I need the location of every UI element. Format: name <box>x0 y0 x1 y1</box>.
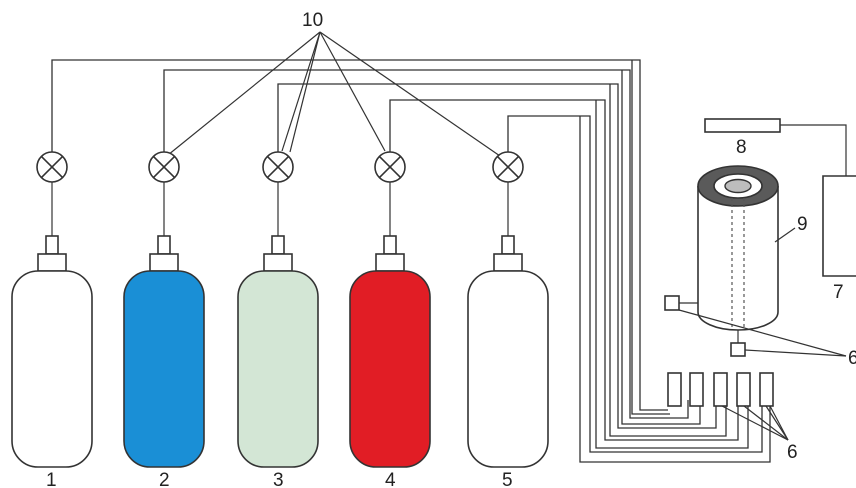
pipe-trace-e <box>631 60 670 415</box>
pipe-cylinder-1 <box>51 59 668 411</box>
box-7 <box>822 175 856 277</box>
flowmeter-1[interactable] <box>667 372 682 407</box>
flowmeter-3[interactable] <box>713 372 728 407</box>
pipe-trace-c <box>609 84 727 437</box>
cylinder-1-body <box>11 270 93 468</box>
cylinder-5-body <box>467 270 549 468</box>
valve-4-icon[interactable] <box>374 151 406 183</box>
pipe-cylinder-2 <box>163 69 689 419</box>
label-flowmeters: 6 <box>787 442 798 463</box>
cylinder-2-body <box>123 270 205 468</box>
valve-2-icon[interactable] <box>148 151 180 183</box>
gas-cylinder-3 <box>237 235 319 468</box>
gas-cylinder-4 <box>349 235 431 468</box>
pipe-cylinder-4 <box>389 99 739 441</box>
sensor-cable <box>780 124 847 176</box>
label-cylinder-5: 5 <box>502 470 513 488</box>
label-cylinder-3: 3 <box>273 470 284 488</box>
label-box-7: 7 <box>833 282 844 303</box>
cylinder-4-body <box>349 270 431 468</box>
label-sensor-8: 8 <box>736 137 747 158</box>
gas-cylinder-1 <box>11 235 93 468</box>
valve-5-icon[interactable] <box>492 151 524 183</box>
flowmeter-4[interactable] <box>736 372 751 407</box>
flowmeter-5[interactable] <box>759 372 774 407</box>
label-valve-group: 10 <box>302 10 323 31</box>
gas-cylinder-5 <box>467 235 549 468</box>
vessel-side-port <box>664 295 680 311</box>
vessel-bottom-port <box>730 342 746 357</box>
pipe-trace-d <box>621 70 701 425</box>
pipe-cylinder-5 <box>507 115 763 453</box>
pipe-trace-a <box>579 116 771 463</box>
valve-1-icon[interactable] <box>36 151 68 183</box>
label-cylinder-1: 1 <box>46 470 57 488</box>
port-leader-lines <box>678 309 847 357</box>
label-cylinder-2: 2 <box>159 470 170 488</box>
pipe-cylinder-3 <box>277 83 717 429</box>
flowmeter-bank <box>667 372 774 407</box>
valve-3-icon[interactable] <box>262 151 294 183</box>
flowmeter-leader-lines <box>721 405 789 441</box>
gas-cylinder-2 <box>123 235 205 468</box>
label-vessel-9: 9 <box>797 214 808 235</box>
flowmeter-2[interactable] <box>689 372 704 407</box>
label-cylinder-4: 4 <box>385 470 396 488</box>
control-lines-10 <box>167 31 501 157</box>
label-port-partial: 6 <box>848 348 856 369</box>
vessel-leader-line <box>774 227 796 243</box>
reaction-vessel <box>697 165 779 331</box>
cylinder-3-body <box>237 270 319 468</box>
valve-stems <box>51 182 509 236</box>
sensor-8 <box>704 118 781 133</box>
pipe-trace-b <box>595 100 749 449</box>
